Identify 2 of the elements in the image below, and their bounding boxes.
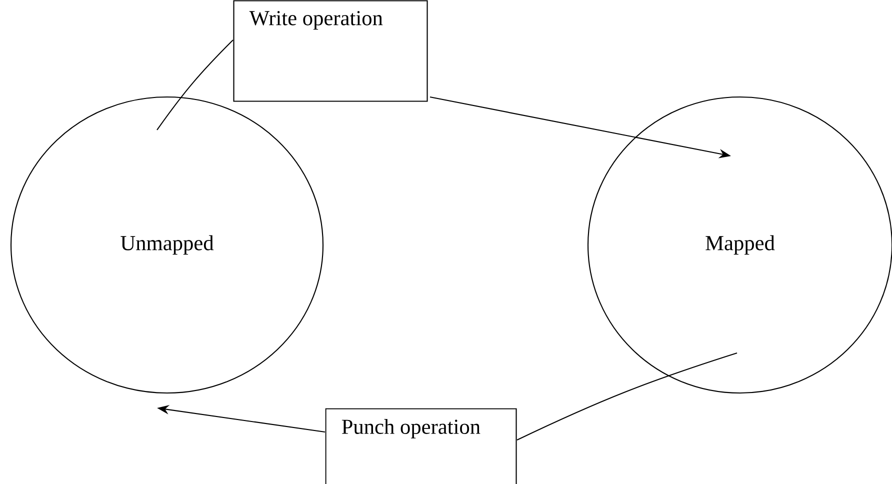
operation-box: Write operation bbox=[233, 0, 428, 102]
operation-box: Punch operation bbox=[325, 408, 517, 484]
